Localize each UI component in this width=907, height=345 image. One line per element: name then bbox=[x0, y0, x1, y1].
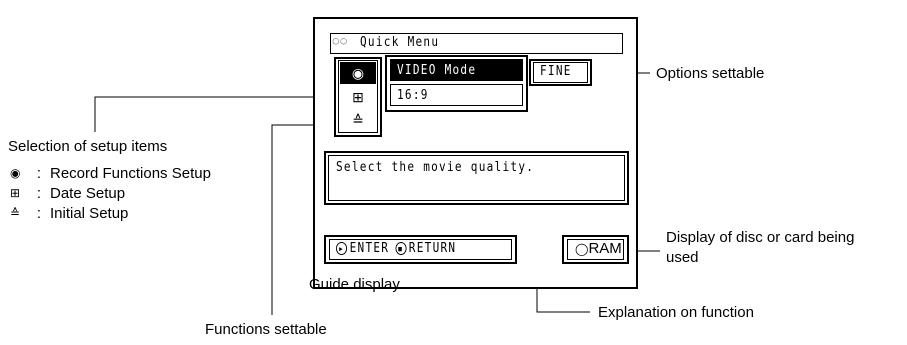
enter-label: ENTER bbox=[349, 241, 390, 256]
disc-panel-inner bbox=[567, 239, 624, 260]
option-label: FINE bbox=[540, 64, 572, 79]
record-functions-icon: ◉ bbox=[10, 166, 21, 180]
record-functions-icon[interactable]: ◉ bbox=[340, 62, 376, 84]
date-setup-icon[interactable]: ⊞ bbox=[352, 88, 364, 105]
options-panel bbox=[529, 59, 592, 86]
disc-icon: ◯ bbox=[575, 242, 589, 256]
explanation-label: Explanation on function bbox=[598, 304, 754, 321]
options-settable-label: Options settable bbox=[656, 65, 765, 82]
disc-panel bbox=[562, 235, 629, 264]
explanation-panel bbox=[324, 151, 629, 205]
guide-display-label: Guide display bbox=[309, 276, 400, 293]
setup-icon-column bbox=[334, 57, 382, 137]
quick-menu-title-bar bbox=[330, 33, 623, 54]
initial-setup-icon[interactable]: ≙ bbox=[352, 111, 364, 128]
quick-menu-title: Quick Menu bbox=[360, 35, 440, 50]
guide-display: ▶ ENTER ■ RETURN bbox=[336, 241, 456, 256]
guide-panel bbox=[324, 235, 517, 264]
legend-item: ⊞ : Date Setup bbox=[10, 184, 126, 202]
explanation-panel-inner bbox=[328, 155, 625, 201]
explanation-text: Select the movie quality. bbox=[336, 160, 535, 175]
function-label: VIDEO Mode bbox=[397, 63, 477, 78]
function-label: 16:9 bbox=[397, 88, 429, 103]
return-label: RETURN bbox=[408, 241, 457, 256]
disc-display-label-line1: Display of disc or card being bbox=[666, 229, 855, 246]
disc-display-label-line2: used bbox=[666, 249, 699, 266]
play-icon: ▶ bbox=[336, 242, 348, 255]
initial-setup-icon: ≙ bbox=[10, 206, 21, 220]
quick-menu-icon: ◌◌ bbox=[332, 33, 348, 48]
functions-panel bbox=[385, 55, 528, 112]
guide-panel-inner bbox=[329, 239, 512, 260]
leader-selection-setup-items bbox=[94, 96, 334, 132]
selection-setup-items-label: Selection of setup items bbox=[8, 138, 168, 155]
function-item-video-mode[interactable]: VIDEO Mode bbox=[390, 59, 523, 81]
legend-item: ≙ : Initial Setup bbox=[10, 204, 129, 222]
legend-item: ◉ : Record Functions Setup bbox=[10, 164, 211, 182]
function-item-aspect[interactable]: 16:9 bbox=[390, 84, 523, 106]
stop-icon: ■ bbox=[395, 242, 407, 255]
functions-settable-label: Functions settable bbox=[205, 321, 327, 338]
setup-legend: ◉ : Record Functions Setup ⊞ : Date Setu… bbox=[10, 163, 211, 223]
setup-icon-column-inner bbox=[338, 60, 378, 133]
date-setup-icon: ⊞ bbox=[10, 186, 21, 200]
disc-label: ◯RAM bbox=[575, 240, 622, 257]
option-item[interactable] bbox=[533, 62, 588, 83]
